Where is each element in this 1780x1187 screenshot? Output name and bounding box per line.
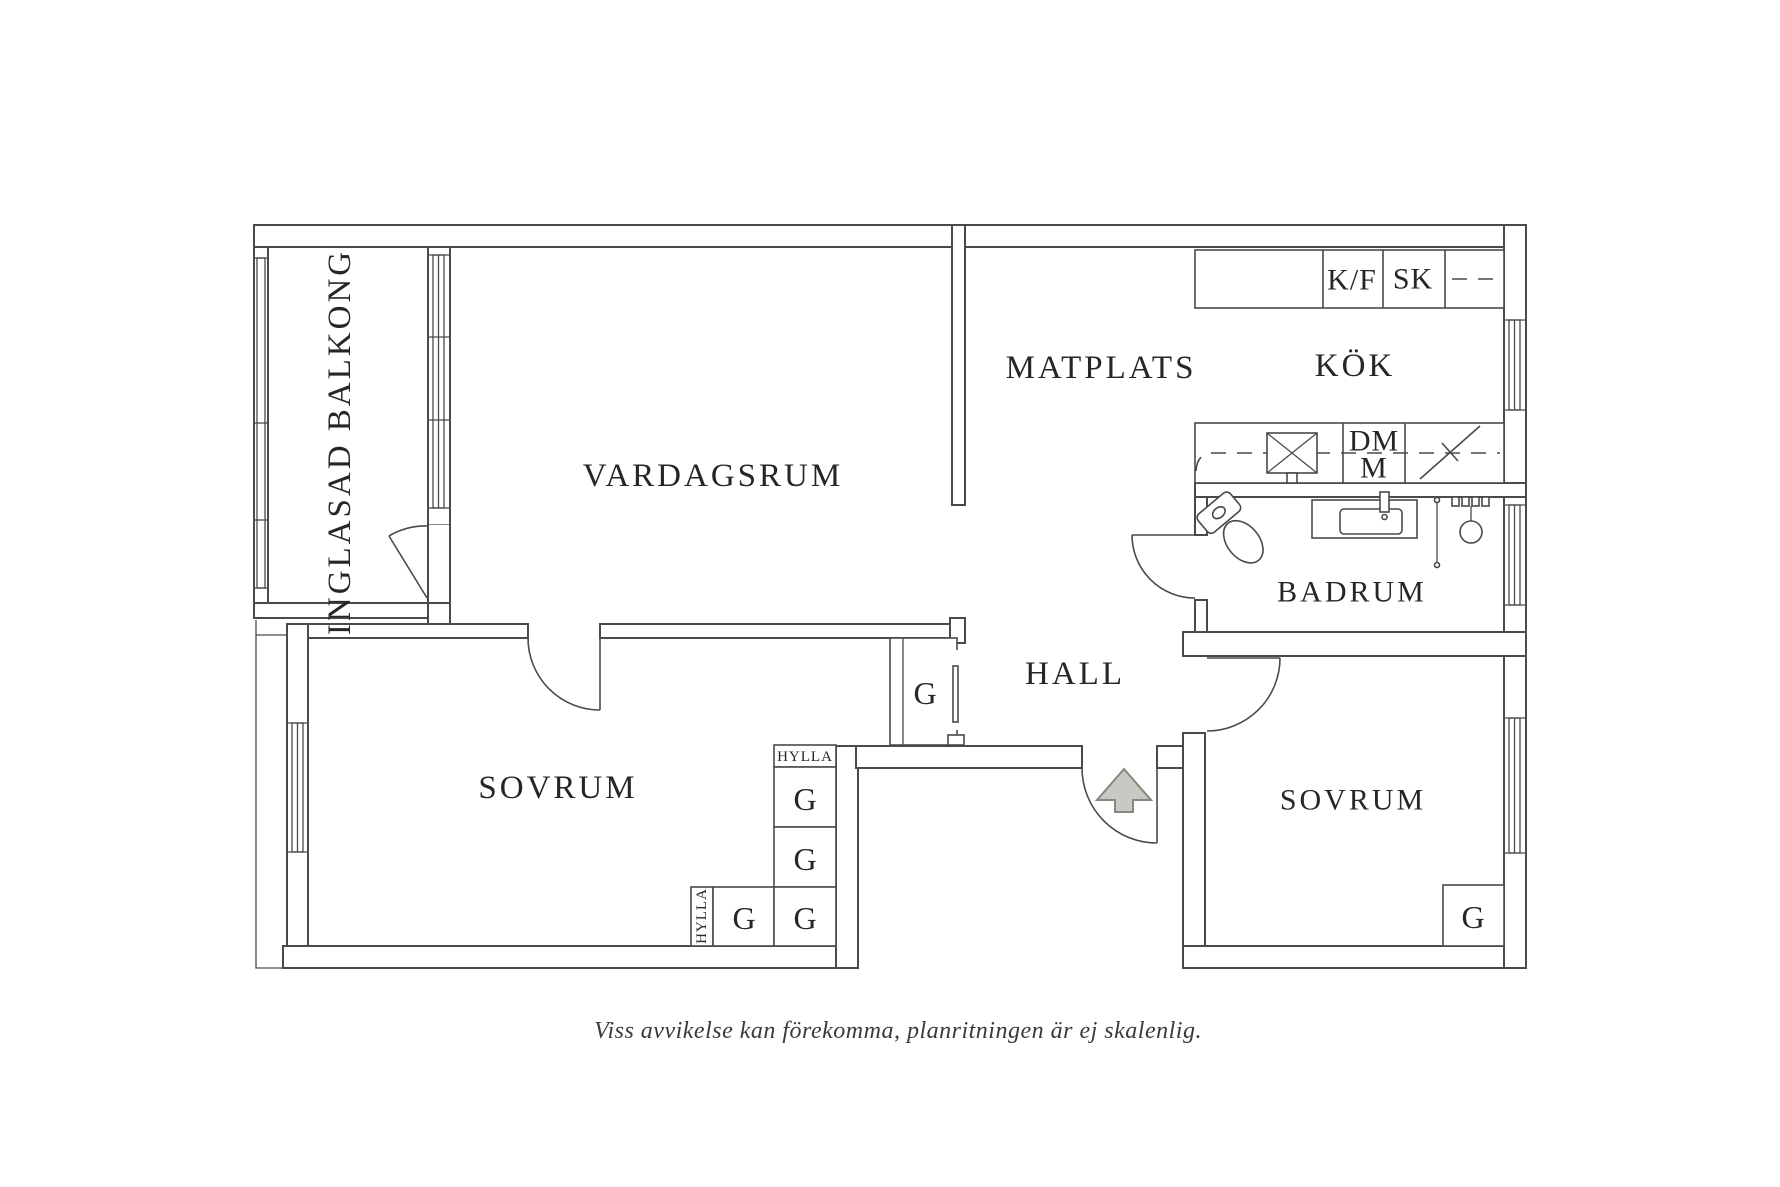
windows <box>254 254 1526 854</box>
stove-icon <box>1266 432 1318 484</box>
door-bathroom <box>1131 534 1196 599</box>
room-label-bedroom-right: SOVRUM <box>1280 784 1426 817</box>
wall-living-dining-divider <box>951 224 966 506</box>
label-wardrobe-1: G <box>793 781 816 817</box>
window-kitchen <box>1504 319 1526 411</box>
closet-door-leaf <box>952 665 959 723</box>
door-bedroom-right <box>1206 657 1281 732</box>
closets <box>690 637 1505 947</box>
label-shelf-top: HYLLA <box>777 749 833 765</box>
wall-bathroom-top <box>1194 482 1527 498</box>
wall-left-section-east <box>835 745 859 969</box>
wall-top <box>253 224 1527 248</box>
washbasin-icon <box>1311 491 1418 539</box>
room-label-balcony: INGLASAD BALKONG <box>322 249 358 635</box>
room-label-hall: HALL <box>1025 656 1125 692</box>
wall-bathroom-south <box>1182 631 1527 657</box>
wall-balcony-left <box>253 246 269 606</box>
label-dishwasher-dm: DM <box>1349 425 1399 458</box>
fixture-labels: K/F SK DM M G HYLLA G G HYLLA G G G <box>694 263 1485 944</box>
sink-icon <box>1419 425 1481 480</box>
wall-hall-south-a <box>855 745 1083 769</box>
label-wardrobe-4: G <box>793 900 816 936</box>
wall-hall-south-b <box>1156 745 1184 769</box>
label-shelf-vertical: HYLLA <box>694 888 710 944</box>
room-label-bathroom: BADRUM <box>1277 576 1427 609</box>
shower-rail-icon <box>1433 496 1441 569</box>
kitchen-counters <box>1194 249 1505 484</box>
bedroom-left-closets <box>690 744 837 947</box>
plan-caption: Viss avvikelse kan förekomma, planritnin… <box>594 1018 1202 1044</box>
window-bedroom-left <box>287 722 308 853</box>
room-label-bedroom-left: SOVRUM <box>478 770 637 806</box>
label-wardrobe-2: G <box>793 841 816 877</box>
window-balcony-left <box>254 257 268 589</box>
wall-bottom-right <box>1182 945 1505 969</box>
bedroom-right-wardrobe <box>1442 884 1505 947</box>
wall-bathroom-west-lower <box>1194 599 1208 633</box>
room-label-dining: MATPLATS <box>1006 350 1197 386</box>
counter-dash-line <box>1195 452 1500 472</box>
label-fridge-freezer: K/F <box>1327 264 1377 297</box>
hall-wardrobe <box>889 637 965 746</box>
entrance-arrow-icon <box>1094 767 1154 813</box>
room-label-living: VARDAGSRUM <box>583 458 843 494</box>
bathroom-fixtures <box>1196 491 1490 569</box>
label-tall-cabinet: SK <box>1393 263 1433 296</box>
label-wardrobe-hall: G <box>913 675 936 711</box>
room-label-kitchen: KÖK <box>1315 348 1396 384</box>
window-bedroom-right <box>1504 717 1526 854</box>
door-balcony <box>388 525 449 599</box>
wall-bedroom2-west <box>1182 732 1206 969</box>
window-balcony-right <box>427 254 451 526</box>
window-bathroom <box>1504 504 1526 606</box>
label-dishwasher-m: M <box>1360 452 1388 485</box>
doors <box>388 525 1281 844</box>
shower-icon <box>1451 496 1490 544</box>
door-entry <box>1081 767 1158 844</box>
toilet-icon <box>1196 491 1264 564</box>
facade-line <box>255 620 283 969</box>
wall-bedroom1-top-b <box>599 623 951 639</box>
door-bedroom-left <box>527 637 601 711</box>
label-wardrobe-bedroom-right: G <box>1461 899 1484 935</box>
wall-bottom-left <box>282 945 857 969</box>
label-wardrobe-3: G <box>732 900 755 936</box>
room-labels: INGLASAD BALKONG VARDAGSRUM MATPLATS KÖK… <box>322 249 1427 817</box>
